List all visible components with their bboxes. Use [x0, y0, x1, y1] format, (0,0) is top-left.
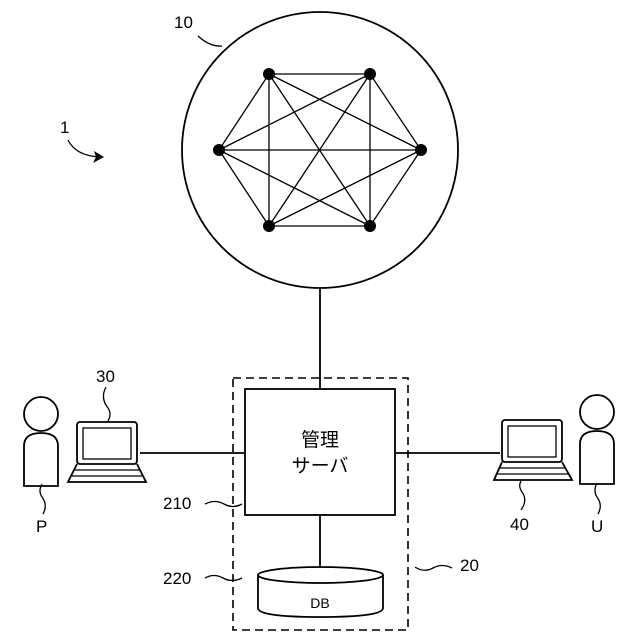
mesh-node [415, 144, 427, 156]
person-left-icon [24, 397, 58, 486]
terminal-right-leader [520, 481, 525, 510]
terminal-right-label: 40 [510, 515, 529, 534]
terminal-left-label: 30 [96, 367, 115, 386]
server-label: 210 [163, 494, 191, 513]
server-system-label: 20 [460, 556, 479, 575]
server-system-leader [415, 566, 452, 571]
mesh-node [364, 68, 376, 80]
person-left-label: P [36, 517, 47, 536]
network-leader [198, 36, 222, 46]
person-right-label: U [591, 517, 603, 536]
mesh-edge [269, 150, 421, 226]
database-label: 220 [163, 569, 191, 588]
mesh-node [364, 220, 376, 232]
mesh-edge [219, 74, 370, 150]
server-system-box [233, 378, 408, 630]
mesh-edge [370, 150, 421, 226]
laptop-right-icon [494, 420, 572, 480]
database-leader [205, 576, 242, 581]
server-leader [205, 502, 242, 507]
server-text-line2: サーバ [292, 455, 349, 477]
mesh-edge [219, 150, 370, 226]
network-mesh [213, 68, 427, 232]
mesh-node [263, 220, 275, 232]
server-text-line1: 管理 [301, 429, 339, 451]
person-right-leader [595, 483, 600, 514]
person-left-leader [40, 484, 45, 514]
mesh-node [263, 68, 275, 80]
network-label: 10 [174, 13, 193, 32]
system-label: 1 [60, 118, 69, 137]
db-top [258, 567, 383, 583]
mesh-node [213, 144, 225, 156]
network: 10 [174, 12, 458, 288]
terminal-left-leader [103, 387, 110, 421]
mesh-edge [219, 74, 269, 150]
system-pointer: 1 [60, 118, 104, 163]
management-server [245, 389, 395, 515]
db-text: DB [310, 595, 329, 611]
laptop-left-icon [68, 422, 146, 482]
mesh-edge [219, 150, 269, 226]
mesh-edge [370, 74, 421, 150]
person-right-icon [580, 395, 614, 484]
database: DB [258, 567, 383, 617]
